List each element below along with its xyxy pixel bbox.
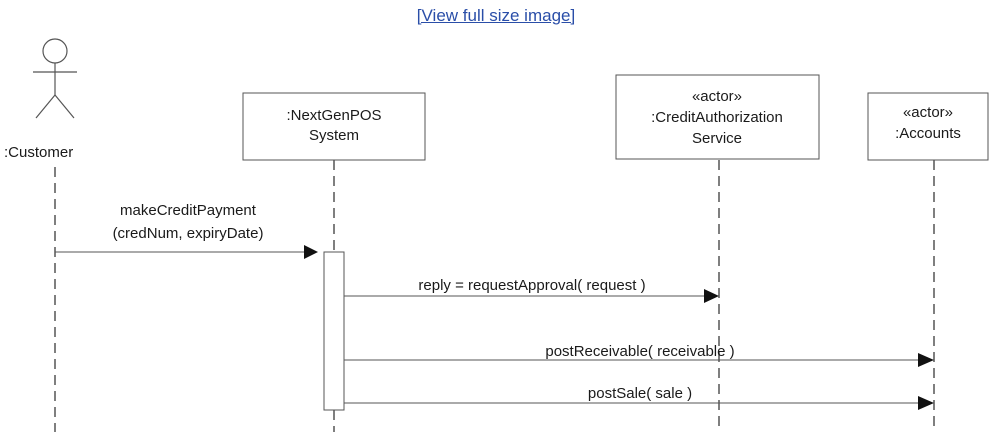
post-receivable-label: postReceivable( receivable ): [545, 343, 734, 360]
credit-service-participant-box: [615, 74, 820, 160]
request-approval-label: reply = requestApproval( request ): [418, 277, 645, 294]
accounts-stereotype: «actor»: [903, 104, 953, 121]
customer-actor-icon: [33, 38, 77, 119]
accounts-name: :Accounts: [895, 125, 961, 142]
make-credit-payment-arrowhead: [304, 245, 318, 259]
credit-service-name-line2: Service: [692, 130, 742, 147]
system-label-line2: System: [309, 127, 359, 144]
system-activation-bar: [323, 251, 345, 411]
post-sale-arrowhead: [918, 396, 934, 410]
make-credit-payment-label-line2: (credNum, expiryDate): [113, 225, 264, 242]
post-receivable-arrowhead: [918, 353, 934, 367]
system-label-line1: :NextGenPOS: [286, 107, 381, 124]
request-approval-arrowhead: [704, 289, 719, 303]
system-participant-box: [242, 92, 426, 161]
post-sale-label: postSale( sale ): [588, 385, 692, 402]
view-full-size-link[interactable]: [View full size image]: [416, 6, 576, 25]
credit-service-name: :CreditAuthorization: [651, 109, 783, 126]
accounts-participant-box: [867, 92, 989, 161]
make-credit-payment-label-line1: makeCreditPayment: [120, 202, 257, 219]
credit-service-stereotype: «actor»: [692, 88, 742, 105]
customer-label: :Customer: [4, 144, 73, 161]
